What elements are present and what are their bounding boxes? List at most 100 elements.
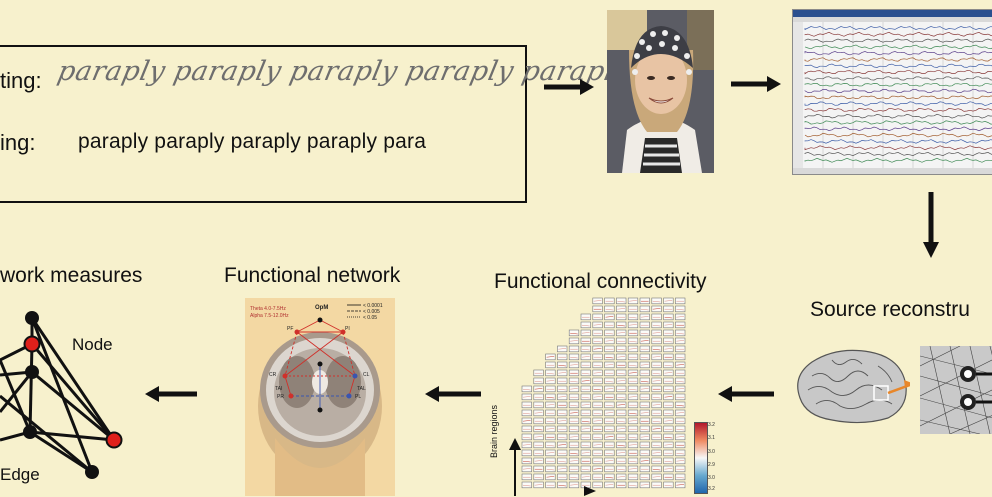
matrix-cell [616,385,627,393]
matrix-cell [568,377,580,385]
graph-node [85,465,99,479]
matrix-cell [651,409,662,417]
matrix-cell [568,449,580,457]
matrix-cell [533,417,544,425]
matrix-cell-trace [546,468,555,471]
matrix-cell [651,441,662,449]
eeg-cap-photo [607,10,714,173]
matrix-cell [604,321,615,329]
matrix-cell [639,353,650,361]
matrix-cell [651,297,662,305]
matrix-cell [639,425,650,433]
matrix-cell [545,409,556,417]
matrix-cell-trace [676,452,685,455]
matrix-cell [627,337,639,345]
matrix-cell-trace [534,388,543,390]
matrix-cell-trace [640,436,649,438]
eeg-trace [804,101,992,106]
matrix-cell-trace [558,436,567,439]
matrix-cell [557,401,568,409]
matrix-cell-trace [617,332,626,334]
matrix-cell [580,345,591,353]
region-label-cr: CR [269,372,277,378]
matrix-cell [604,465,615,473]
matrix-cell [533,369,544,377]
matrix-cell-trace [676,380,685,383]
matrix-cell [616,361,627,369]
matrix-cell [639,297,650,305]
matrix-cell-trace [652,444,661,447]
matrix-cell [568,417,580,425]
matrix-cell-trace [605,316,614,318]
matrix-cell [639,449,650,457]
matrix-cell [604,473,615,481]
matrix-cell-trace [676,428,685,431]
matrix-cell [545,457,556,465]
matrix-cell [557,409,568,417]
matrix-cell-trace [593,412,602,415]
matrix-cell-trace [546,404,555,406]
matrix-cell [651,481,662,489]
matrix-cell [604,369,615,377]
matrix-cell [627,449,639,457]
matrix-cell-trace [664,364,673,367]
network-measures-title: work measures [0,264,143,287]
matrix-cell-trace [676,340,685,342]
matrix-cell-trace [570,332,578,335]
matrix-cell-trace [617,348,626,351]
matrix-cell [568,353,580,361]
matrix-cell [639,377,650,385]
matrix-cell [545,361,556,369]
matrix-cell [545,369,556,377]
matrix-cell-trace [570,388,578,390]
matrix-cell-trace [629,388,637,391]
matrix-cell-trace [558,412,567,415]
matrix-cell-trace [581,396,590,399]
matrix-cell-trace [581,452,590,454]
matrix-cell-trace [593,340,602,343]
matrix-cell-trace [546,476,555,478]
matrix-cell-trace [676,332,685,335]
matrix-cell [557,481,568,489]
matrix-cell [675,329,686,337]
matrix-cell [616,369,627,377]
matrix-cell-trace [652,300,661,303]
matrix-cell [627,433,639,441]
matrix-cell-trace [629,348,637,350]
matrix-cell [604,353,615,361]
matrix-cell-trace [664,372,673,374]
matrix-cell-trace [534,484,543,486]
matrix-cell-trace [522,436,531,439]
matrix-cell [557,377,568,385]
matrix-cell-trace [581,476,590,478]
matrix-cell [604,417,615,425]
matrix-cell [616,313,627,321]
matrix-cell-trace [617,420,626,423]
matrix-cell-trace [593,348,602,350]
matrix-cell [639,473,650,481]
matrix-cell [533,449,544,457]
matrix-cell [604,297,615,305]
matrix-cell [545,433,556,441]
matrix-cell-trace [581,404,590,406]
eeg-trace [804,88,992,94]
matrix-cell-trace [534,460,543,462]
matrix-cell [651,369,662,377]
matrix-cell-trace [558,484,567,487]
matrix-cell [663,457,674,465]
matrix-cell-trace [570,404,578,407]
matrix-cell [675,417,686,425]
eeg-trace [804,120,992,125]
eeg-trace [804,76,992,81]
band-label-alpha: Alpha 7.5-12.0Hz [250,313,289,319]
matrix-cell-trace [546,444,555,447]
matrix-cell-trace [640,404,649,407]
matrix-cell-trace [558,468,567,470]
matrix-cell [663,449,674,457]
matrix-cell-trace [546,372,555,375]
matrix-cell-trace [605,404,614,407]
eeg-trace [804,113,992,119]
eeg-trace [804,82,992,87]
matrix-cell-trace [640,428,649,431]
